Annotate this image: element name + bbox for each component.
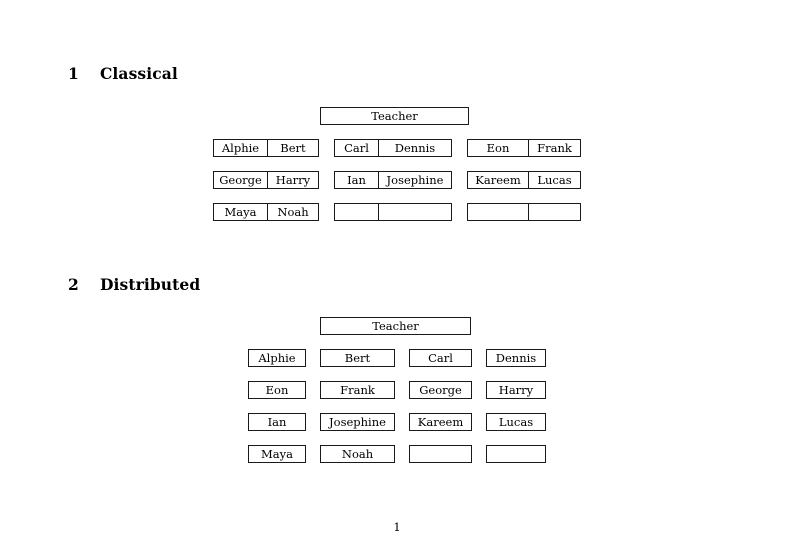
classical-group-3: Eon Frank Kareem Lucas	[467, 139, 581, 221]
name-cell[interactable]: Kareem	[475, 173, 521, 187]
name-cell[interactable]: Alphie	[248, 349, 306, 367]
name-cell[interactable]: Noah	[267, 204, 318, 220]
name-cell[interactable]: Dennis	[378, 140, 451, 156]
table-row: Alphie Bert	[213, 139, 319, 157]
page-number: 1	[393, 520, 401, 534]
distributed-column-2: Bert Frank Josephine Noah	[320, 349, 395, 463]
name-cell[interactable]: Bert	[320, 349, 395, 367]
name-cell[interactable]: Lucas	[486, 413, 546, 431]
table-row: Carl Dennis	[334, 139, 452, 157]
name-cell[interactable]: Frank	[528, 140, 580, 156]
name-cell[interactable]: Carl	[409, 349, 472, 367]
section-title: Classical	[100, 64, 178, 83]
name-cell[interactable]: Carl	[344, 141, 369, 155]
section-distributed: 2 Distributed Teacher Alphie Eon Ian Maya…	[68, 275, 546, 463]
table-row: Eon Frank	[467, 139, 581, 157]
section-number: 2	[68, 275, 79, 294]
section-heading-classical: 1 Classical	[68, 64, 178, 83]
name-cell-empty[interactable]	[409, 445, 472, 463]
table-row: Maya Noah	[213, 203, 319, 221]
table-row: George Harry	[213, 171, 319, 189]
section-number: 1	[68, 64, 79, 83]
name-cell[interactable]: Frank	[320, 381, 395, 399]
name-cell[interactable]: Noah	[320, 445, 395, 463]
section-classical: 1 Classical Teacher Alphie Bert George Ha…	[0, 0, 794, 250]
name-cell[interactable]: Dennis	[486, 349, 546, 367]
classical-groups: Alphie Bert George Harry Maya Noah Carl …	[213, 139, 581, 221]
name-cell-empty[interactable]	[378, 204, 451, 220]
name-cell[interactable]: Harry	[267, 172, 318, 188]
distributed-columns: Alphie Eon Ian Maya Bert Frank Josephine…	[248, 349, 546, 463]
section-heading-distributed: 2 Distributed	[68, 275, 200, 294]
name-cell[interactable]: Ian	[347, 173, 366, 187]
table-row: Ian Josephine	[334, 171, 452, 189]
classical-group-2: Carl Dennis Ian Josephine	[334, 139, 452, 221]
teacher-box-classical[interactable]: Teacher	[320, 107, 469, 125]
name-cell[interactable]: Maya	[224, 205, 257, 219]
name-cell[interactable]: Eon	[248, 381, 306, 399]
teacher-box-distributed[interactable]: Teacher	[320, 317, 471, 335]
name-cell[interactable]: Bert	[267, 140, 318, 156]
distributed-column-3: Carl George Kareem	[409, 349, 472, 463]
table-row: Kareem Lucas	[467, 171, 581, 189]
name-cell[interactable]: George	[219, 173, 262, 187]
section-title: Distributed	[100, 275, 201, 294]
name-cell[interactable]: Ian	[248, 413, 306, 431]
name-cell[interactable]: Harry	[486, 381, 546, 399]
name-cell[interactable]: Lucas	[528, 172, 580, 188]
distributed-column-1: Alphie Eon Ian Maya	[248, 349, 306, 463]
name-cell[interactable]: Maya	[248, 445, 306, 463]
classical-group-1: Alphie Bert George Harry Maya Noah	[213, 139, 319, 221]
name-cell[interactable]: Josephine	[320, 413, 395, 431]
name-cell-empty[interactable]	[486, 445, 546, 463]
name-cell[interactable]: Josephine	[378, 172, 451, 188]
name-cell[interactable]: Alphie	[221, 141, 260, 155]
name-cell[interactable]: Eon	[486, 141, 510, 155]
name-cell-empty[interactable]	[528, 204, 580, 220]
table-row	[334, 203, 452, 221]
distributed-column-4: Dennis Harry Lucas	[486, 349, 546, 463]
name-cell[interactable]: George	[409, 381, 472, 399]
table-row	[467, 203, 581, 221]
name-cell[interactable]: Kareem	[409, 413, 472, 431]
